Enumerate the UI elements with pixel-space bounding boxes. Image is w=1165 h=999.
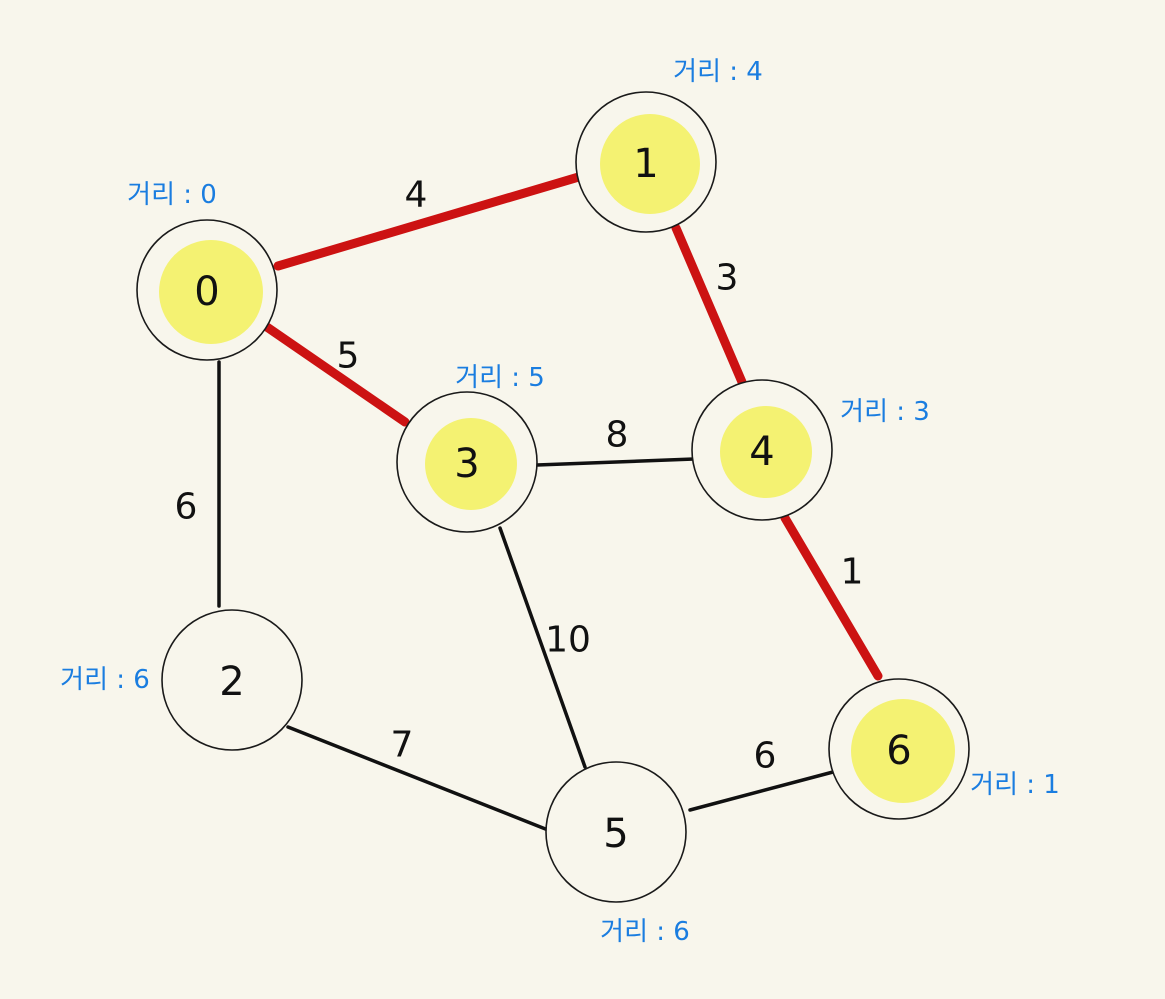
edges-layer (217, 171, 883, 832)
edge-weight-3-4: 8 (606, 415, 629, 456)
edge-weight-0-2: 6 (175, 487, 198, 528)
edge-5-6 (688, 770, 835, 812)
edge-weight-0-3: 5 (337, 336, 360, 377)
node-4: 4 (691, 379, 833, 521)
node-0-distance-label: 거리 : 0 (127, 180, 217, 210)
node-5-label: 5 (603, 811, 628, 857)
node-1-label: 1 (633, 141, 658, 187)
edge-4-6-shortest-path (780, 513, 883, 681)
node-0: 0 (136, 219, 278, 361)
edge-weight-1-4: 3 (716, 258, 739, 299)
node-4-visited-fill (720, 406, 812, 498)
node-3: 3 (396, 391, 538, 533)
node-6-distance-label: 거리 : 1 (970, 770, 1060, 800)
node-4-label: 4 (749, 429, 774, 475)
edge-2-5 (286, 725, 550, 832)
node-5-distance-label: 거리 : 6 (600, 917, 690, 947)
node-0-label: 0 (194, 269, 219, 315)
node-5-outline (545, 761, 687, 903)
edge-weight-5-6: 6 (754, 736, 777, 777)
edge-3-5 (498, 526, 587, 769)
edge-0-3-shortest-path (259, 320, 410, 427)
node-6-visited-fill (851, 699, 955, 803)
node-2-label: 2 (219, 659, 244, 705)
node-1-distance-label: 거리 : 4 (673, 57, 763, 87)
node-2: 2 (161, 609, 303, 751)
node-2-distance-label: 거리 : 6 (60, 665, 150, 695)
edge-weight-4-6: 1 (841, 552, 864, 593)
edge-3-4 (535, 457, 696, 467)
edge-0-1-shortest-path (273, 171, 587, 271)
node-3-visited-fill (425, 418, 517, 510)
node-1: 1 (575, 91, 717, 233)
edge-weight-3-5: 10 (545, 620, 591, 661)
edge-weight-2-5: 7 (391, 725, 414, 766)
node-2-outline (161, 609, 303, 751)
node-0-visited-fill (159, 240, 263, 344)
node-3-label: 3 (454, 441, 479, 487)
edge-1-4-shortest-path (671, 223, 747, 387)
node-5: 5 (545, 761, 687, 903)
nodes-layer: 0 1 2 3 4 5 6 (136, 91, 970, 903)
node-6: 6 (828, 678, 970, 820)
edge-weight-0-1: 4 (405, 175, 428, 216)
node-3-distance-label: 거리 : 5 (455, 363, 545, 393)
node-1-visited-fill (600, 114, 700, 214)
node-4-distance-label: 거리 : 3 (840, 397, 930, 427)
node-6-label: 6 (886, 728, 911, 774)
